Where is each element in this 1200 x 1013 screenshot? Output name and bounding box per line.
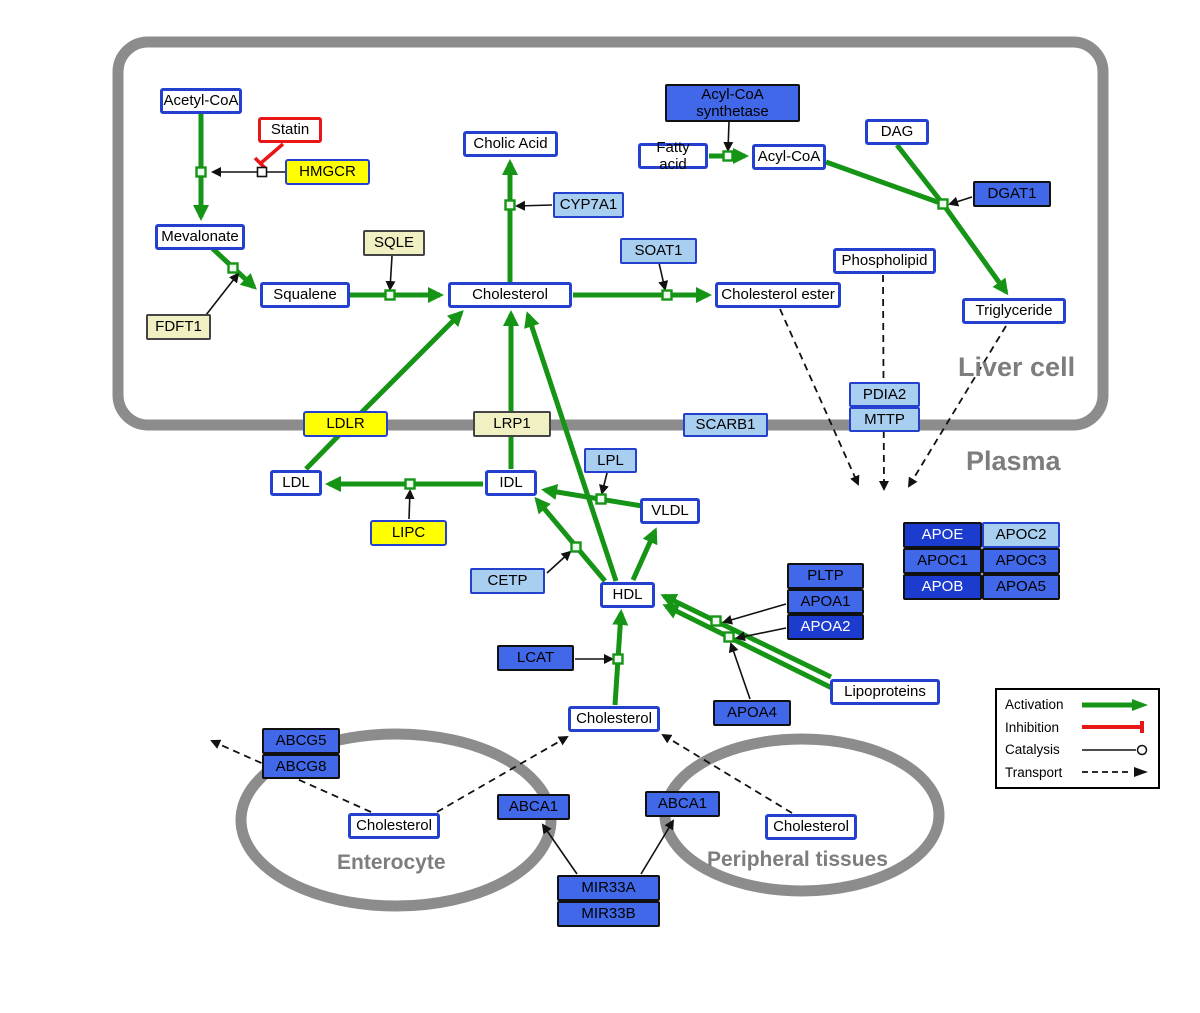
label-peripheral-tissues: Peripheral tissues <box>707 848 888 871</box>
node-apoc2[interactable]: APOC2 <box>982 522 1060 548</box>
node-dag[interactable]: DAG <box>865 119 929 145</box>
node-cholesterol-liver[interactable]: Cholesterol <box>448 282 572 308</box>
node-apoc3[interactable]: APOC3 <box>982 548 1060 574</box>
inhibition-edge <box>253 142 285 171</box>
node-soat1[interactable]: SOAT1 <box>620 238 697 264</box>
node-apob[interactable]: APOB <box>903 574 982 600</box>
node-idl[interactable]: IDL <box>485 470 537 496</box>
node-lpl[interactable]: LPL <box>584 448 637 473</box>
node-abca1-peripheral[interactable]: ABCA1 <box>645 791 720 817</box>
node-apoa1[interactable]: APOA1 <box>787 589 864 614</box>
node-acetyl-coa[interactable]: Acetyl-CoA <box>160 88 242 114</box>
node-mevalonate[interactable]: Mevalonate <box>155 224 245 250</box>
legend: Activation Inhibition Catalysis Transpor… <box>995 688 1160 789</box>
legend-inhibition-label: Inhibition <box>1005 719 1060 735</box>
node-pdia2[interactable]: PDIA2 <box>849 382 920 407</box>
legend-activation-label: Activation <box>1005 697 1064 712</box>
legend-row-inhibition: Inhibition <box>1005 720 1150 735</box>
node-acyl-coa-synthetase[interactable]: Acyl-CoA synthetase <box>665 84 800 122</box>
node-lcat[interactable]: LCAT <box>497 645 574 671</box>
node-mir33b[interactable]: MIR33B <box>557 901 660 927</box>
enterocyte-membrane <box>235 728 557 912</box>
node-dgat1[interactable]: DGAT1 <box>973 181 1051 207</box>
node-sqle[interactable]: SQLE <box>363 230 425 256</box>
node-cholesterol-ester[interactable]: Cholesterol ester <box>715 282 841 308</box>
node-squalene[interactable]: Squalene <box>260 282 350 308</box>
node-cholesterol-peripheral[interactable]: Cholesterol <box>765 814 857 840</box>
catalysis-circle-icon <box>1082 744 1148 756</box>
node-hmgcr[interactable]: HMGCR <box>285 159 370 185</box>
transport-dashed-arrow-icon <box>1082 767 1148 778</box>
node-acyl-coa[interactable]: Acyl-CoA <box>752 144 826 170</box>
node-lipc[interactable]: LIPC <box>370 520 447 546</box>
catalysis-edges <box>205 121 973 875</box>
node-fatty-acid[interactable]: Fatty acid <box>638 139 708 173</box>
legend-row-transport: Transport <box>1005 765 1150 780</box>
node-apoe[interactable]: APOE <box>903 522 982 548</box>
node-cholesterol-enterocyte[interactable]: Cholesterol <box>348 813 440 839</box>
node-fdft1[interactable]: FDFT1 <box>146 314 211 340</box>
liver-cell-membrane <box>112 36 1109 431</box>
node-ldlr[interactable]: LDLR <box>303 411 388 437</box>
node-vldl[interactable]: VLDL <box>640 498 700 524</box>
node-cetp[interactable]: CETP <box>470 568 545 594</box>
node-hdl[interactable]: HDL <box>600 582 655 608</box>
node-cyp7a1[interactable]: CYP7A1 <box>553 192 624 218</box>
label-enterocyte: Enterocyte <box>337 851 446 874</box>
node-apoc1[interactable]: APOC1 <box>903 548 982 574</box>
legend-transport-label: Transport <box>1005 764 1063 780</box>
label-plasma: Plasma <box>966 446 1061 476</box>
node-apoa2[interactable]: APOA2 <box>787 614 864 640</box>
inhibition-tbar-icon <box>1082 721 1144 734</box>
node-abca1-enterocyte[interactable]: ABCA1 <box>497 794 570 820</box>
node-abcg8[interactable]: ABCG8 <box>262 754 340 779</box>
reaction-nodes <box>195 150 949 665</box>
node-phospholipid[interactable]: Phospholipid <box>833 248 936 274</box>
node-statin[interactable]: Statin <box>258 117 322 143</box>
node-lipoproteins[interactable]: Lipoproteins <box>830 679 940 705</box>
node-apoa5[interactable]: APOA5 <box>982 574 1060 600</box>
legend-catalysis-label: Catalysis <box>1005 742 1060 758</box>
node-mir33a[interactable]: MIR33A <box>557 875 660 901</box>
node-cholic-acid[interactable]: Cholic Acid <box>463 131 558 157</box>
node-triglyceride[interactable]: Triglyceride <box>962 298 1066 324</box>
node-pltp[interactable]: PLTP <box>787 563 864 589</box>
node-abcg5[interactable]: ABCG5 <box>262 728 340 754</box>
node-apoa4[interactable]: APOA4 <box>713 700 791 726</box>
legend-row-catalysis: Catalysis <box>1005 742 1150 757</box>
legend-row-activation: Activation <box>1005 697 1150 712</box>
node-scarb1[interactable]: SCARB1 <box>683 413 768 437</box>
node-lrp1[interactable]: LRP1 <box>473 411 551 437</box>
node-cholesterol-plasma[interactable]: Cholesterol <box>568 706 660 732</box>
activation-arrow-icon <box>1082 698 1148 711</box>
node-mttp[interactable]: MTTP <box>849 407 920 432</box>
node-ldl[interactable]: LDL <box>270 470 322 496</box>
label-liver-cell: Liver cell <box>958 352 1076 382</box>
